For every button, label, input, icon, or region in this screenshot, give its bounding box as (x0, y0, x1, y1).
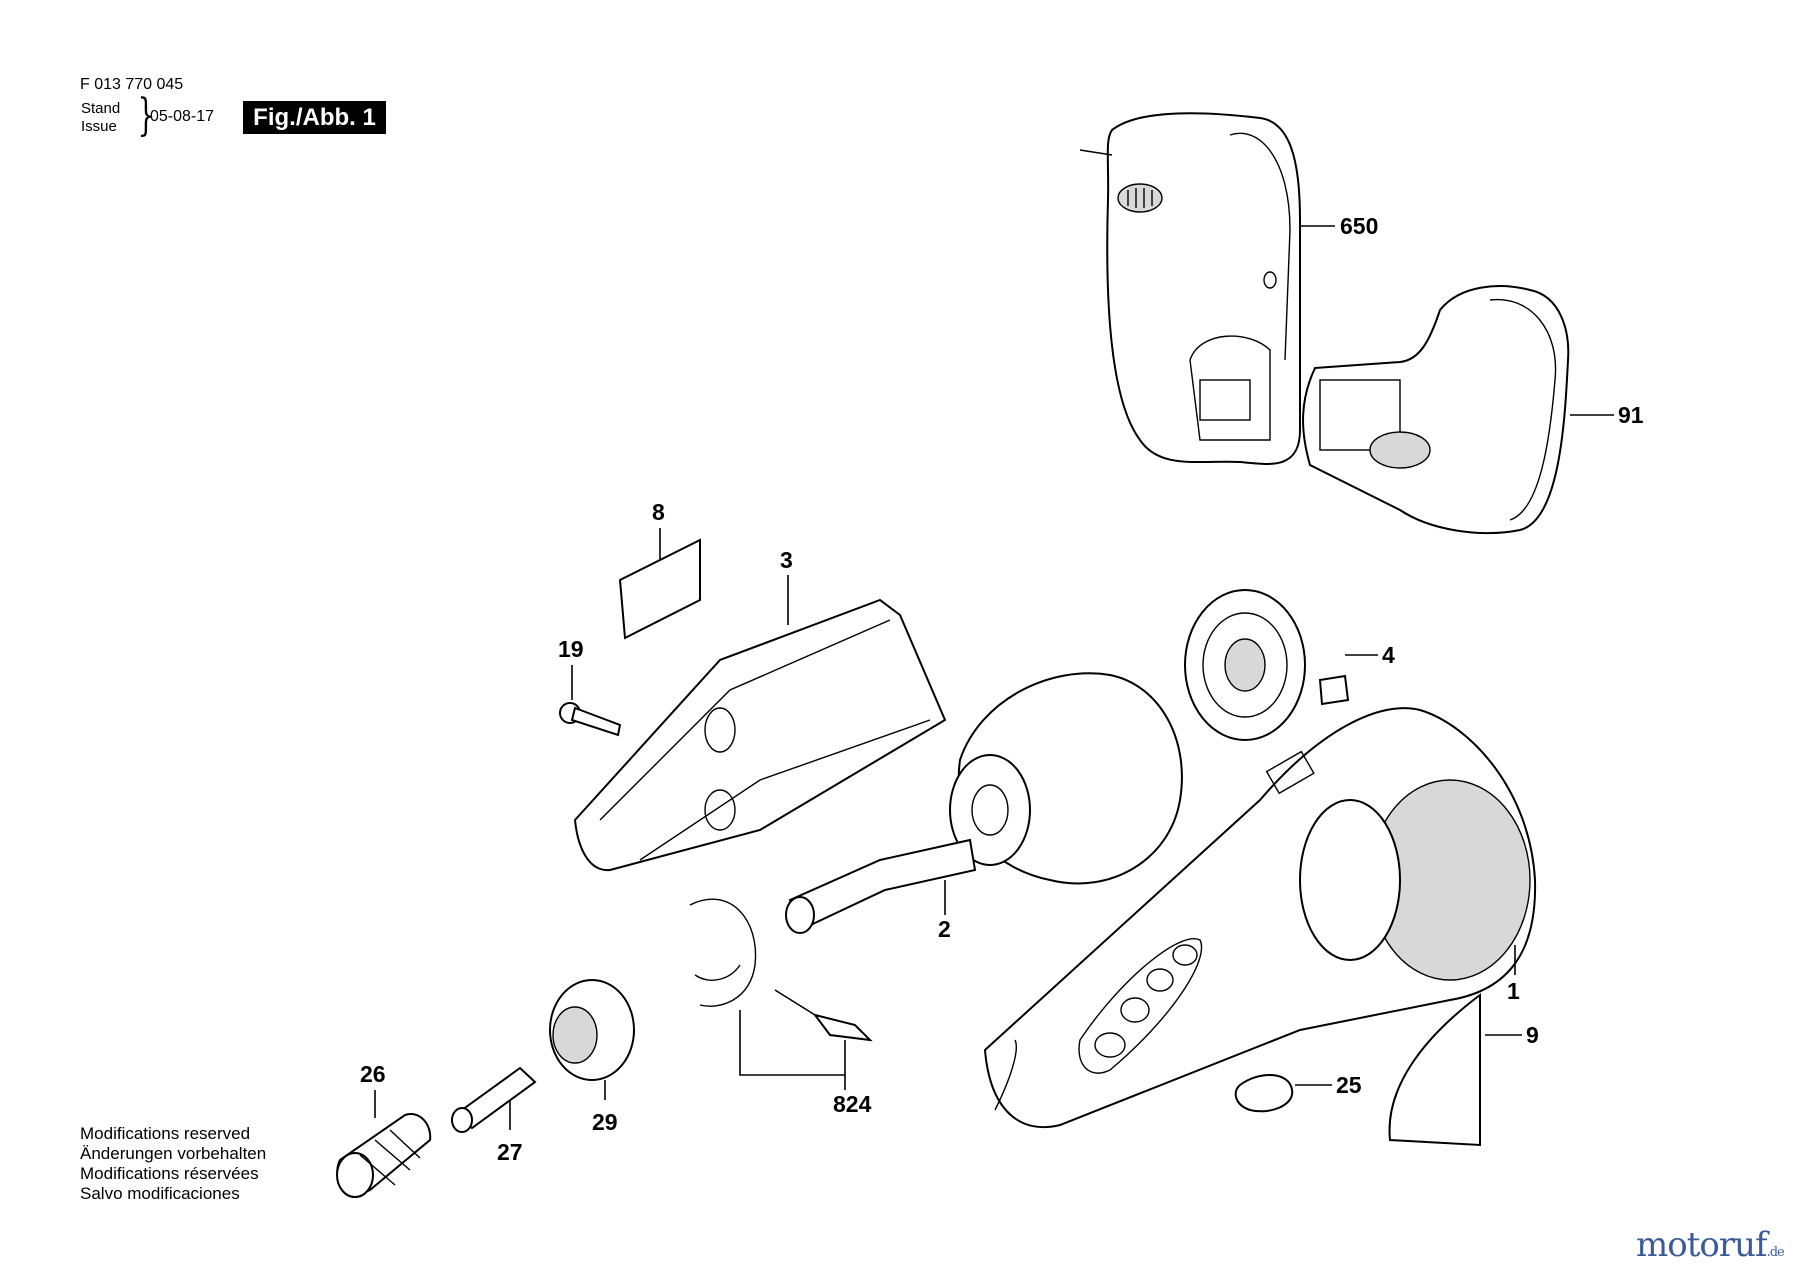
label-9: 9 (1526, 1022, 1539, 1048)
collet-27-part (451, 1066, 537, 1133)
screw-19-part (559, 702, 622, 737)
document-number: F 013 770 045 (80, 76, 184, 93)
label-650: 650 (1340, 213, 1378, 239)
main-housing-1-part (983, 707, 1537, 1129)
modifications-line-de: Änderungen vorbehalten (80, 1144, 267, 1163)
stand-label: Stand (81, 100, 121, 117)
modifications-line-fr: Modifications réservées (80, 1164, 259, 1183)
charger-650-part (1079, 112, 1301, 465)
label-91: 91 (1618, 402, 1644, 428)
battery-pack-91-part (1302, 285, 1570, 535)
modifications-notice: Modifications reserved Änderungen vorbeh… (80, 1124, 266, 1204)
label-19: 19 (558, 636, 584, 662)
end-cap-4-part (1184, 589, 1350, 741)
label-8: 8 (652, 499, 665, 525)
leader-824-b (774, 989, 816, 1016)
watermark-logo: motoruf.de (1636, 1225, 1785, 1265)
leader-824 (739, 1010, 846, 1090)
label-27: 27 (497, 1139, 523, 1165)
housing-shell-3-part (573, 598, 947, 872)
label-plate-9-part (1388, 992, 1481, 1147)
switch-button-25-part (1234, 1073, 1294, 1113)
issue-label: Issue (81, 118, 117, 135)
label-824: 824 (833, 1091, 872, 1117)
collet-nut-26-part (336, 1113, 432, 1198)
label-25: 25 (1336, 1072, 1362, 1098)
label-1: 1 (1507, 978, 1520, 1004)
label-26: 26 (360, 1061, 386, 1087)
figure-label: Fig./Abb. 1 (243, 101, 386, 134)
bearing-bush-29-part (549, 979, 635, 1081)
label-3: 3 (780, 547, 793, 573)
label-4: 4 (1382, 642, 1395, 668)
modifications-line-en: Modifications reserved (80, 1124, 251, 1143)
spring-clip-824-part (689, 898, 873, 1042)
label-2: 2 (938, 916, 951, 942)
modifications-line-es: Salvo modificaciones (80, 1184, 240, 1203)
issue-date: 05-08-17 (150, 108, 215, 125)
label-29: 29 (592, 1109, 618, 1135)
motor-2-part (785, 672, 1183, 934)
brace-icon: } (137, 90, 155, 141)
label-plate-8-part (618, 538, 701, 640)
